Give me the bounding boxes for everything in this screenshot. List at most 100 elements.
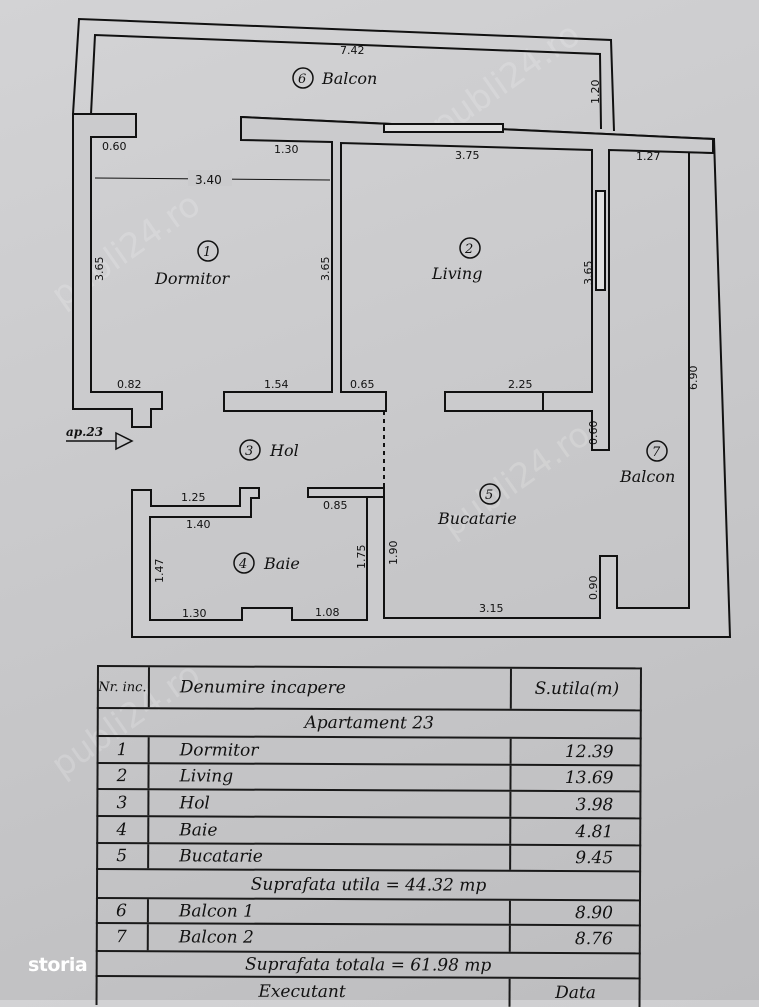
row-name: Balcon 1: [148, 899, 511, 924]
row-nr: 2: [96, 763, 150, 789]
floor-plan: ap.23 7.42 1.20 0.60 1.30 3.40 3.75 1.27…: [66, 17, 732, 638]
row-nr: 7: [95, 923, 149, 951]
dim-label: 6.90: [687, 366, 700, 391]
row-nr: 1: [96, 736, 150, 763]
svg-text:Bucatarie: Bucatarie: [437, 509, 517, 528]
room-label-bucatarie: 5 Bucatarie: [437, 483, 517, 528]
table-row: 1 Dormitor 12.39: [96, 734, 642, 765]
balcony-outer-wall: [72, 17, 615, 132]
row-area: 9.45: [575, 848, 614, 869]
balcony-inner-wall: [90, 33, 602, 130]
room-area-table: Nr. inc. Denumire incapere S.utila(m) Ap…: [95, 665, 642, 1007]
svg-text:5: 5: [485, 488, 493, 503]
executant-label: Executant: [95, 976, 511, 1007]
dim-label: 1.30: [182, 607, 207, 620]
row-nr: 6: [95, 898, 149, 923]
living-side-window: [595, 190, 606, 291]
top-interior-wall: [223, 115, 714, 451]
dim-label: 1.08: [315, 606, 340, 619]
row-name: Bucatarie: [149, 844, 512, 870]
room-label-hol: 3 Hol: [239, 439, 299, 461]
table-header: Nr. inc. Denumire incapere S.utila(m): [96, 665, 642, 710]
table-row: 5 Bucatarie 9.45: [96, 841, 642, 871]
total-row: Suprafata totala = 61.98 mp: [95, 949, 641, 978]
dim-label: 2.25: [508, 378, 533, 391]
svg-text:Balcon: Balcon: [619, 467, 675, 486]
top-wall: [131, 116, 732, 638]
room-label-dormitor: 1 Dormitor: [154, 240, 230, 288]
storia-logo: storia: [28, 954, 88, 976]
svg-text:Baie: Baie: [263, 554, 300, 573]
row-name: Dormitor: [149, 737, 512, 764]
dim-label: 1.25: [181, 491, 206, 504]
header-nr: Nr. inc.: [96, 667, 150, 708]
svg-text:Hol: Hol: [269, 441, 299, 460]
svg-text:Balcon: Balcon: [321, 69, 377, 88]
svg-text:1: 1: [203, 245, 211, 260]
row-name: Balcon 2: [148, 924, 511, 952]
dim-label: 1.40: [186, 518, 211, 531]
living-window: [383, 123, 504, 133]
header-name: Denumire incapere: [149, 667, 512, 709]
row-nr: 5: [96, 843, 150, 869]
table-row: 4 Baie 4.81: [96, 814, 642, 845]
row-area: 8.90: [575, 902, 613, 923]
dim-label: 1.75: [355, 545, 368, 570]
room-label-living: 2 Living: [431, 237, 482, 283]
dim-label: 0.60: [587, 421, 600, 446]
svg-text:6: 6: [298, 72, 306, 87]
dim-label: 0.60: [102, 140, 127, 153]
bath-wall-stub: [307, 487, 385, 498]
table-row: 2 Living 13.69: [96, 761, 642, 791]
svg-text:4: 4: [238, 557, 247, 572]
row-nr: 4: [96, 816, 150, 843]
svg-text:Living: Living: [431, 264, 482, 283]
row-area: 3.98: [575, 794, 614, 815]
entrance-arrow-icon: [115, 431, 134, 451]
dim-label: 3.65: [319, 257, 332, 282]
row-nr: 3: [96, 789, 150, 816]
row-name: Baie: [149, 817, 512, 844]
header-area: S.utila(m): [534, 678, 620, 700]
svg-text:3: 3: [245, 444, 253, 459]
dim-label: 0.65: [350, 378, 375, 391]
dim-label: 1.90: [387, 541, 400, 566]
left-wall: [72, 113, 163, 428]
dim-label: 0.90: [587, 576, 600, 601]
entrance-label: ap.23: [66, 425, 103, 439]
row-name: Living: [149, 764, 512, 790]
row-area: 12.39: [564, 741, 614, 762]
dim-label: 0.82: [117, 378, 142, 391]
table-row: 3 Hol 3.98: [96, 787, 642, 818]
room-label-balcon-7: 7 Balcon: [619, 440, 675, 486]
dim-label: 3.65: [93, 257, 106, 282]
table-row: 7 Balcon 2 8.76: [95, 921, 641, 953]
subtotal-row: Suprafata utila = 44.32 mp: [95, 867, 642, 900]
row-area: 13.69: [564, 768, 614, 789]
dim-label: 1.27: [636, 150, 661, 163]
dim-label: 1.20: [589, 80, 602, 105]
total-text: Suprafata totala = 61.98 mp: [245, 954, 492, 976]
dim-label: 1.30: [274, 143, 299, 156]
room-label-baie: 4 Baie: [233, 552, 300, 574]
svg-text:7: 7: [652, 445, 661, 460]
room-label-balcon-6: 6 Balcon: [292, 67, 377, 89]
subtotal-text: Suprafata utila = 44.32 mp: [250, 874, 487, 896]
svg-text:2: 2: [464, 242, 473, 257]
row-area: 8.76: [574, 929, 613, 950]
dim-label: 7.42: [340, 44, 365, 57]
footer-row: Executant Data: [95, 974, 641, 1007]
dim-label: 0.85: [323, 499, 348, 512]
table-row: 6 Balcon 1 8.90: [95, 896, 641, 925]
dim-label: 3.65: [582, 261, 595, 286]
row-area: 4.81: [575, 821, 614, 842]
row-name: Hol: [149, 790, 512, 817]
data-label: Data: [555, 983, 596, 1004]
apartment-title: Apartament 23: [304, 712, 434, 734]
dim-label: 3.75: [455, 149, 480, 162]
svg-text:Dormitor: Dormitor: [154, 269, 230, 288]
dim-label: 1.47: [153, 559, 166, 584]
apartment-row: Apartament 23: [96, 706, 642, 738]
dim-label: 3.15: [479, 602, 504, 615]
dim-label: 1.54: [264, 378, 289, 391]
